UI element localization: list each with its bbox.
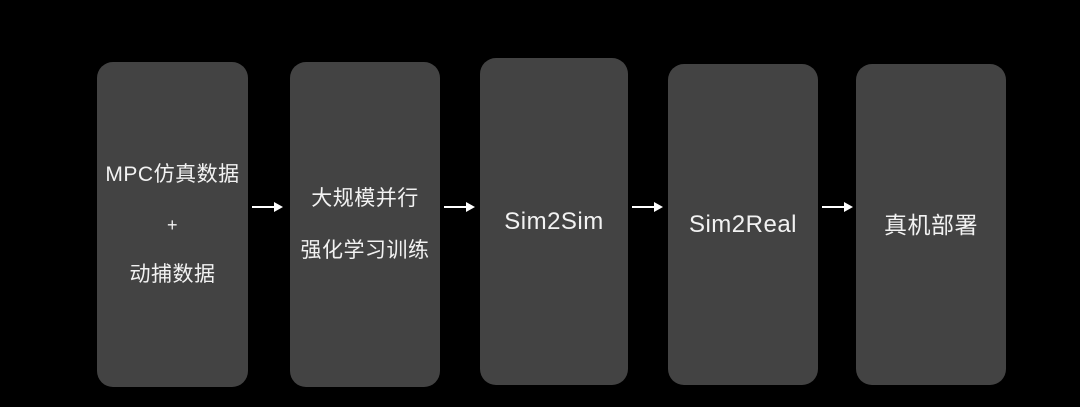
stage-box-sim2real[interactable]: Sim2Real <box>668 64 818 385</box>
stage-label-plus: + <box>166 214 178 235</box>
stage-box-large-scale-parallel-rl-training[interactable]: 大规模并行 强化学习训练 <box>290 62 440 387</box>
arrow-right-icon <box>252 198 284 216</box>
stage-label-group: 真机部署 <box>856 211 1006 239</box>
stage-label-group: Sim2Real <box>668 211 818 239</box>
stage-box-mpc-sim-data[interactable]: MPC仿真数据 + 动捕数据 <box>97 62 248 387</box>
stage-label-group: Sim2Sim <box>480 208 628 236</box>
stage-label-line: MPC仿真数据 <box>105 162 240 186</box>
stage-label-line: Sim2Sim <box>504 207 604 235</box>
stage-label-group: MPC仿真数据 + 动捕数据 <box>97 162 248 288</box>
stage-label-line: 动捕数据 <box>129 262 216 286</box>
stage-label-line: 大规模并行 <box>311 186 419 210</box>
arrow-right-icon <box>822 198 854 216</box>
stage-label-line: Sim2Real <box>688 210 798 238</box>
arrow-right-icon <box>444 198 476 216</box>
stage-label-line: 真机部署 <box>884 211 978 238</box>
arrow-right-icon <box>632 198 664 216</box>
stage-box-real-robot-deployment[interactable]: 真机部署 <box>856 64 1006 385</box>
stage-label-group: 大规模并行 强化学习训练 <box>290 186 440 264</box>
stage-box-sim2sim[interactable]: Sim2Sim <box>480 58 628 385</box>
stage-label-line: 强化学习训练 <box>300 238 430 262</box>
